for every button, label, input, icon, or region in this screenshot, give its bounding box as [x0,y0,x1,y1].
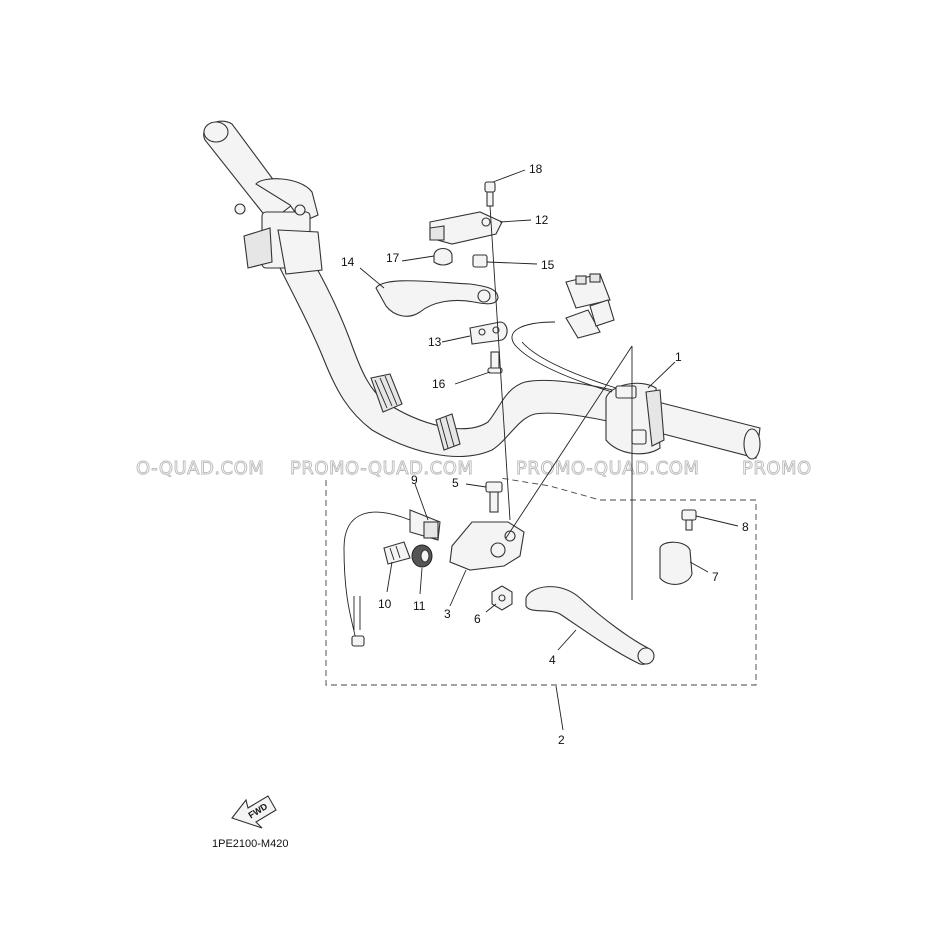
watermark-band: O-QUAD.COM PROMO-QUAD.COM PROMO-QUAD.COM… [136,458,812,480]
callout-6: 6 [474,612,481,626]
watermark-text: O-QUAD.COM [136,458,264,479]
callout-9: 9 [411,473,418,487]
callout-12: 12 [535,213,549,227]
fwd-arrow-icon: FWD [231,795,277,829]
callout-7: 7 [712,570,719,584]
right-bar-end [743,428,761,460]
watermark-text: PROMO-QUAD.COM [516,458,699,479]
watermark-text: PROMO [742,458,812,479]
right-lever-assembly [343,481,697,665]
handlebar-grip-band [370,373,461,451]
callout-1: 1 [675,350,682,364]
callout-17: 17 [386,251,400,265]
watermark-text: PROMO-QUAD.COM [290,458,473,479]
callout-15: 15 [541,258,555,272]
callout-5: 5 [452,476,459,490]
left-lever-assembly [375,181,511,521]
callout-18: 18 [529,162,543,176]
left-control-housing [234,178,323,275]
callout-4: 4 [549,653,556,667]
leader-lines [359,169,739,731]
drawing-code: 1PE2100-M420 [212,838,288,850]
callout-2: 2 [558,733,565,747]
callout-14: 14 [341,255,355,269]
callout-13: 13 [428,335,442,349]
handlebar-switch-part-1 [511,273,665,455]
callout-16: 16 [432,377,446,391]
callout-10: 10 [378,597,392,611]
assembly-boundary [325,477,757,686]
callout-3: 3 [444,607,451,621]
callout-11: 11 [413,599,426,613]
callout-8: 8 [742,520,749,534]
callout-labels: 1 2 3 4 5 6 7 8 9 10 11 12 13 14 15 16 1… [341,162,749,747]
